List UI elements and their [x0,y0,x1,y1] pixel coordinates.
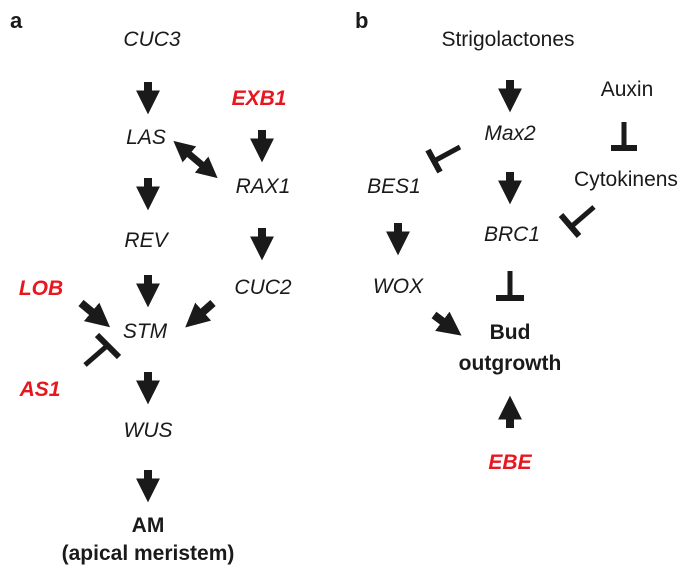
node-brc1: BRC1 [483,223,541,246]
node-lob: LOB [18,277,64,300]
arrow-lob-stm [78,299,111,328]
node-rax1: RAX1 [235,175,291,198]
node-wox: WOX [372,275,424,298]
arrow-las-rax1 [173,140,218,179]
node-max2: Max2 [484,122,536,145]
node-stm: STM [122,320,168,343]
node-cuc2: CUC2 [234,276,292,299]
node-bud: Bud [489,321,531,344]
inhibit-auxin-cytokinens [611,122,637,151]
node-auxin: Auxin [600,78,654,101]
inhibit-as1-stm [83,332,122,367]
node-cytokinens: Cytokinens [574,168,678,191]
node-am: AM [131,514,165,537]
node-bes1: BES1 [367,175,421,198]
node-outgrowth: outgrowth [458,352,562,375]
inhibit-max2-bes1 [425,144,462,174]
node-wus: WUS [123,419,173,442]
node-ebe: EBE [488,451,532,474]
node-cuc3: CUC3 [123,28,181,51]
node-as1: AS1 [19,378,61,401]
arrow-cuc2-stm [185,300,216,328]
node-rev: REV [124,229,168,252]
node-strigolactones: Strigolactones [441,28,575,51]
inhibit-brc1-bud [496,271,524,301]
node-am-full: (apical meristem) [61,542,235,565]
inhibit-cytokinens-brc1 [558,205,596,238]
panel-a-label: a [10,8,23,33]
node-exb1: EXB1 [231,87,287,110]
node-las: LAS [126,126,166,149]
panel-b-label: b [355,8,369,33]
arrow-wox-bud [431,311,462,336]
